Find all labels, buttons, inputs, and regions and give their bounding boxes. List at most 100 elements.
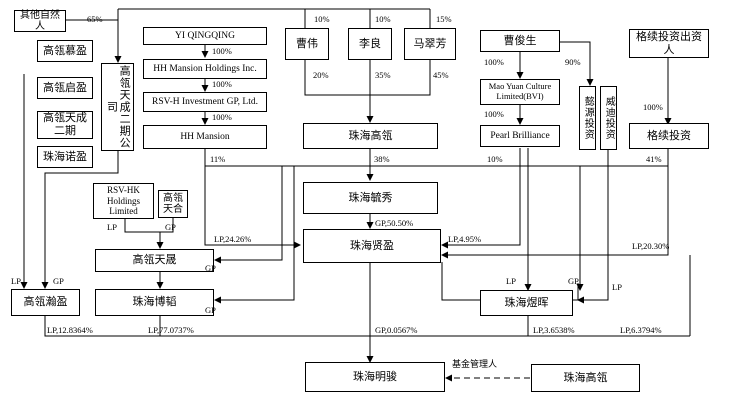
pct-label: 45% <box>433 70 449 80</box>
entity-box-gaoling-muying: 高瓴慕盈 <box>37 40 93 62</box>
entity-box-gexu: 格续投资 <box>629 123 709 149</box>
entity-label: 威迪投资 <box>603 96 615 140</box>
entity-label: 高瓴天成二期 <box>43 111 87 137</box>
pct-label: 100% <box>643 102 663 112</box>
entity-label: Pearl Brilliance <box>490 130 550 141</box>
role-label: LP <box>506 276 516 286</box>
entity-box-zhuhai-nuoying: 珠海诺盈 <box>37 146 93 168</box>
entity-label: 珠海毓秀 <box>348 190 393 204</box>
role-label: LP,4.95% <box>448 234 482 244</box>
entity-box-gaoling-tiansheng: 高瓴天晟 <box>95 249 214 272</box>
role-label: LP,77.0737% <box>148 325 194 335</box>
role-label: GP,0.0567% <box>375 325 418 335</box>
entity-label: RSV-H Investment GP, Ltd. <box>151 96 258 107</box>
role-label: LP,24.26% <box>214 234 252 244</box>
entity-box-zhuhai-xianying: 珠海贤盈 <box>303 229 441 263</box>
role-label: LP <box>612 282 622 292</box>
entity-box-hh-mansion-holdings: HH Mansion Holdings Inc. <box>143 59 267 79</box>
entity-label: 珠海明骏 <box>353 369 397 383</box>
pct-label: 100% <box>484 57 504 67</box>
pct-label: 100% <box>484 109 504 119</box>
pct-label: 90% <box>565 57 581 67</box>
entity-box-yi-qingqing: YI QINGQING <box>143 27 267 45</box>
role-label: LP,12.8364% <box>47 325 93 335</box>
role-label: GP <box>568 276 579 286</box>
entity-label: 马翠芳 <box>413 36 447 50</box>
entity-label: 格续投资出资人 <box>636 29 702 56</box>
role-label: LP,3.6538% <box>533 325 575 335</box>
entity-box-gexu-investors: 格续投资出资人 <box>629 29 709 58</box>
entity-label: 珠海高瓴 <box>348 128 393 142</box>
entity-box-zhuhai-gaoling: 珠海高瓴 <box>303 123 438 149</box>
pct-label: 100% <box>212 46 232 56</box>
pct-label: 10% <box>375 14 391 24</box>
entity-label: 高瓴天晟 <box>132 253 177 267</box>
entity-box-zhuhai-gaoling-manager: 珠海高瓴 <box>531 364 640 392</box>
role-label: LP,6.3794% <box>620 325 662 335</box>
entity-box-ma-cuifang: 马翠芳 <box>404 28 456 60</box>
pct-label: 10% <box>487 154 503 164</box>
entity-box-li-liang: 李良 <box>348 28 392 60</box>
entity-box-gaoling-tiancheng2-company: 高瓴天成二期公司 <box>101 63 134 151</box>
entity-label: 高瓴启盈 <box>43 80 87 94</box>
entity-label: 珠海博韬 <box>132 295 177 309</box>
entity-box-gaoling-tiancheng2: 高瓴天成二期 <box>37 111 93 139</box>
pct-label: 100% <box>212 112 232 122</box>
entity-label: 格续投资 <box>647 128 691 142</box>
entity-box-yiyuan: 懿源投资 <box>579 86 596 150</box>
entity-box-zhuhai-mingjun: 珠海明骏 <box>305 362 445 392</box>
role-label: LP,20.30% <box>632 241 670 251</box>
entity-label: HH Mansion <box>180 131 230 142</box>
entity-label: 懿源投资 <box>582 96 594 140</box>
pct-label: 10% <box>314 14 330 24</box>
entity-label: 高瓴天成二期公司 <box>105 65 132 149</box>
entity-label: YI QINGQING <box>175 30 235 41</box>
entity-box-hh-mansion: HH Mansion <box>143 125 267 149</box>
entity-box-rsv-h: RSV-H Investment GP, Ltd. <box>143 92 267 112</box>
entity-label: HH Mansion Holdings Inc. <box>153 63 257 74</box>
entity-label: 曹伟 <box>296 36 318 50</box>
entity-label: 高瓴慕盈 <box>43 43 87 57</box>
entity-box-gaoling-hanying: 高瓴瀚盈 <box>11 289 80 316</box>
entity-box-mao-yuan: Mao Yuan Culture Limited(BVI) <box>480 79 560 105</box>
pct-label: 15% <box>436 14 452 24</box>
role-label: GP,50.50% <box>375 218 414 228</box>
entity-label: 高瓴瀚盈 <box>23 295 68 309</box>
entity-label: 其他自然人 <box>20 9 60 33</box>
entity-label: 高瓴天合 <box>163 192 183 216</box>
entity-label: 曹俊生 <box>503 33 537 47</box>
entity-box-zhuhai-yuxiu: 珠海毓秀 <box>303 182 438 214</box>
entity-box-pearl-brilliance: Pearl Brilliance <box>480 125 560 147</box>
role-label: GP <box>165 222 176 232</box>
role-label: GP <box>205 263 216 273</box>
role-label: GP <box>53 276 64 286</box>
role-label: LP <box>107 222 117 232</box>
pct-label: 35% <box>375 70 391 80</box>
role-label: GP <box>205 305 216 315</box>
entity-box-cao-junsheng: 曹俊生 <box>480 30 560 52</box>
pct-label: 100% <box>212 79 232 89</box>
entity-box-cao-wei: 曹伟 <box>285 28 329 60</box>
fund-manager-label: 基金管理人 <box>452 360 498 370</box>
pct-label: 65% <box>87 14 103 24</box>
pct-label: 41% <box>646 154 662 164</box>
entity-box-gaoling-qiying: 高瓴启盈 <box>37 77 93 99</box>
entity-box-rsv-hk: RSV-HK Holdings Limited <box>93 183 154 219</box>
pct-label: 38% <box>374 154 390 164</box>
entity-box-gaoling-tianhe: 高瓴天合 <box>158 190 188 218</box>
entity-box-zhuhai-botao: 珠海博韬 <box>95 289 214 316</box>
entity-box-weidi: 威迪投资 <box>600 86 617 150</box>
role-label: LP <box>11 276 21 286</box>
entity-label: RSV-HK Holdings Limited <box>106 185 140 217</box>
entity-box-others: 其他自然人 <box>14 10 66 32</box>
entity-label: 珠海高瓴 <box>563 370 608 384</box>
entity-label: 珠海诺盈 <box>43 149 87 163</box>
entity-label: 李良 <box>359 36 381 50</box>
entity-label: 珠海贤盈 <box>350 238 394 252</box>
entity-label: Mao Yuan Culture Limited(BVI) <box>488 81 552 101</box>
entity-box-zhuhai-yuhui: 珠海煜晖 <box>480 290 573 316</box>
entity-label: 珠海煜晖 <box>504 295 549 309</box>
pct-label: 20% <box>313 70 329 80</box>
